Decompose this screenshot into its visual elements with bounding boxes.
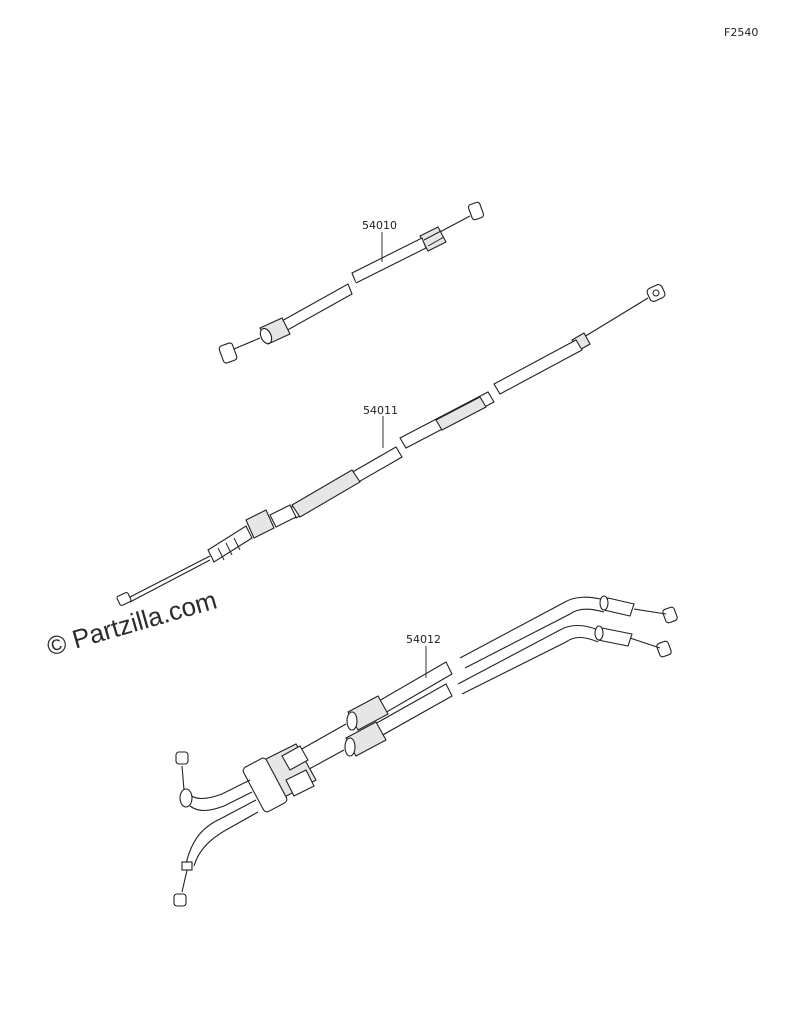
- throttle-junction-housing: [242, 743, 317, 813]
- cable-54011[interactable]: 54011: [116, 283, 666, 606]
- cable-end-fitting: [116, 592, 132, 606]
- cable-adjuster: [259, 317, 291, 345]
- cable-end-fitting: [467, 201, 485, 221]
- cable-end-fitting: [173, 751, 189, 907]
- cable-54010[interactable]: 54010: [218, 201, 485, 364]
- cable-adjuster: [344, 695, 389, 757]
- part-label: 54011: [363, 404, 398, 417]
- cable-adjuster: [207, 504, 297, 563]
- figure-code: F2540: [724, 26, 758, 39]
- cable-end-fitting: [656, 606, 678, 658]
- part-label: 54010: [362, 219, 397, 232]
- cable-end-fitting: [218, 342, 238, 364]
- part-label: 54012: [406, 633, 441, 646]
- cable-54012[interactable]: 54012: [173, 595, 678, 907]
- cable-end-fitting: [646, 284, 666, 302]
